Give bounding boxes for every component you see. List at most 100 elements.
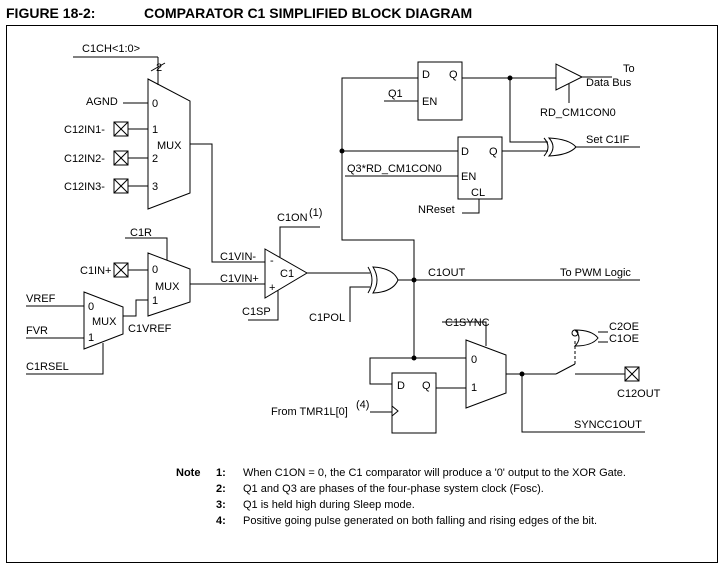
junction-dot (519, 371, 525, 377)
ff1-to-xor-wire (509, 78, 548, 143)
label-ff3-q: Q (422, 380, 431, 392)
label-sel-0: 0 (152, 98, 158, 110)
oe-or-gate (573, 329, 599, 347)
mux-bottom (83, 291, 124, 350)
comparator-c1 (264, 248, 308, 299)
note-heading: Note (176, 467, 201, 479)
label-nreset: NReset (418, 204, 455, 216)
label-vref: VREF (26, 293, 56, 305)
label-c1ch: C1CH<1:0> (82, 43, 140, 55)
label-ff2-cl: CL (471, 187, 485, 199)
label-c1r: C1R (130, 227, 152, 239)
label-from-tmr: From TMR1L[0] (271, 406, 348, 418)
output-switch (555, 363, 576, 375)
label-c1on: C1ON (277, 212, 308, 224)
label-c1pol: C1POL (309, 312, 345, 324)
xor-pol-gate (372, 266, 399, 294)
c1r-wire (125, 237, 168, 260)
c12out-pin (624, 366, 640, 382)
junction-dot (339, 148, 345, 154)
flipflop-bottom (391, 372, 437, 434)
c12in3-pin (113, 178, 129, 194)
figure-number: FIGURE 18-2: (6, 5, 96, 21)
label-c1vref: C1VREF (128, 323, 172, 335)
label-syncc1out: SYNCC1OUT (574, 419, 642, 431)
label-c1: C1 (280, 268, 294, 280)
label-comp-minus: - (270, 255, 274, 267)
label-ff3-d: D (397, 380, 405, 392)
c12in1-pin (113, 121, 129, 137)
junction-dot (411, 277, 417, 283)
label-c12in1: C12IN1- (64, 124, 105, 136)
label-to-pwm: To PWM Logic (560, 267, 631, 279)
ff3-d-wire (369, 357, 414, 385)
mux-middle (147, 252, 191, 317)
label-ff2-d: D (461, 146, 469, 158)
junction-dot (411, 355, 417, 361)
label-mux-bottom: MUX (92, 316, 117, 328)
label-sel-1: 1 (152, 124, 158, 136)
label-c1out: C1OUT (428, 267, 466, 279)
label-c1rsel: C1RSEL (26, 361, 69, 373)
label-rd-cm1con0: RD_CM1CON0 (540, 107, 616, 119)
label-data-bus: Data Bus (586, 77, 632, 89)
label-mux-middle: MUX (155, 281, 180, 293)
diagram-frame (6, 25, 718, 563)
figure-title: COMPARATOR C1 SIMPLIFIED BLOCK DIAGRAM (144, 5, 473, 21)
label-mid-sel-1: 1 (152, 295, 158, 307)
c1rsel-wire (26, 343, 104, 375)
label-set-c1if: Set C1IF (586, 134, 630, 146)
label-ff1-d: D (422, 69, 430, 81)
junction-dot (507, 75, 513, 81)
c1vref-wire (123, 299, 148, 317)
xor-if-back (543, 137, 549, 157)
label-c1oe: C1OE (609, 333, 639, 345)
label-to: To (623, 63, 635, 75)
label-c1in-plus: C1IN+ (80, 265, 112, 277)
label-sync-sel-1: 1 (471, 382, 477, 394)
label-c1vin-plus: C1VIN+ (220, 273, 259, 285)
c1pol-wire (349, 286, 370, 322)
label-ff2-en: EN (461, 171, 476, 183)
oe-bubble (571, 329, 579, 337)
label-c12out: C12OUT (617, 388, 661, 400)
c1sync-wire (442, 321, 487, 346)
label-c1sp: C1SP (242, 306, 271, 318)
label-c2oe: C2OE (609, 321, 639, 333)
label-c1sync: C1SYNC (445, 317, 490, 329)
c1on-wire (279, 226, 320, 257)
label-ff1-q: Q (449, 69, 458, 81)
label-ff1-en: EN (422, 96, 437, 108)
label-q1: Q1 (388, 88, 403, 100)
label-c1on-note: (1) (309, 207, 322, 219)
label-bus-width: 2 (156, 62, 162, 74)
label-bot-sel-1: 1 (88, 332, 94, 344)
label-c12in3: C12IN3- (64, 181, 105, 193)
label-sync-sel-0: 0 (471, 354, 477, 366)
label-c12in2: C12IN2- (64, 153, 105, 165)
label-fvr: FVR (26, 325, 48, 337)
label-ff2-q: Q (489, 146, 498, 158)
label-sel-2: 2 (152, 153, 158, 165)
label-from-tmr-note: (4) (356, 399, 369, 411)
c1vin-minus-wire (190, 143, 265, 263)
bus-width-slash (150, 62, 166, 72)
c1out-bus (341, 77, 418, 280)
flipflop-top (417, 61, 463, 121)
label-mux-top: MUX (157, 140, 182, 152)
mux-top (147, 78, 191, 210)
mux-sync (465, 339, 507, 409)
label-q3-rd: Q3*RD_CM1CON0 (347, 163, 442, 175)
nreset-wire (462, 199, 480, 214)
label-agnd: AGND (86, 96, 118, 108)
xor-if-gate (547, 137, 577, 157)
syncc1out-wire (521, 374, 645, 433)
c12in2-pin (113, 150, 129, 166)
clock-triangle (391, 405, 399, 417)
label-sel-3: 3 (152, 181, 158, 193)
label-comp-plus: + (269, 282, 275, 294)
label-bot-sel-0: 0 (88, 301, 94, 313)
tri-state-buffer (555, 63, 584, 91)
label-mid-sel-0: 0 (152, 264, 158, 276)
